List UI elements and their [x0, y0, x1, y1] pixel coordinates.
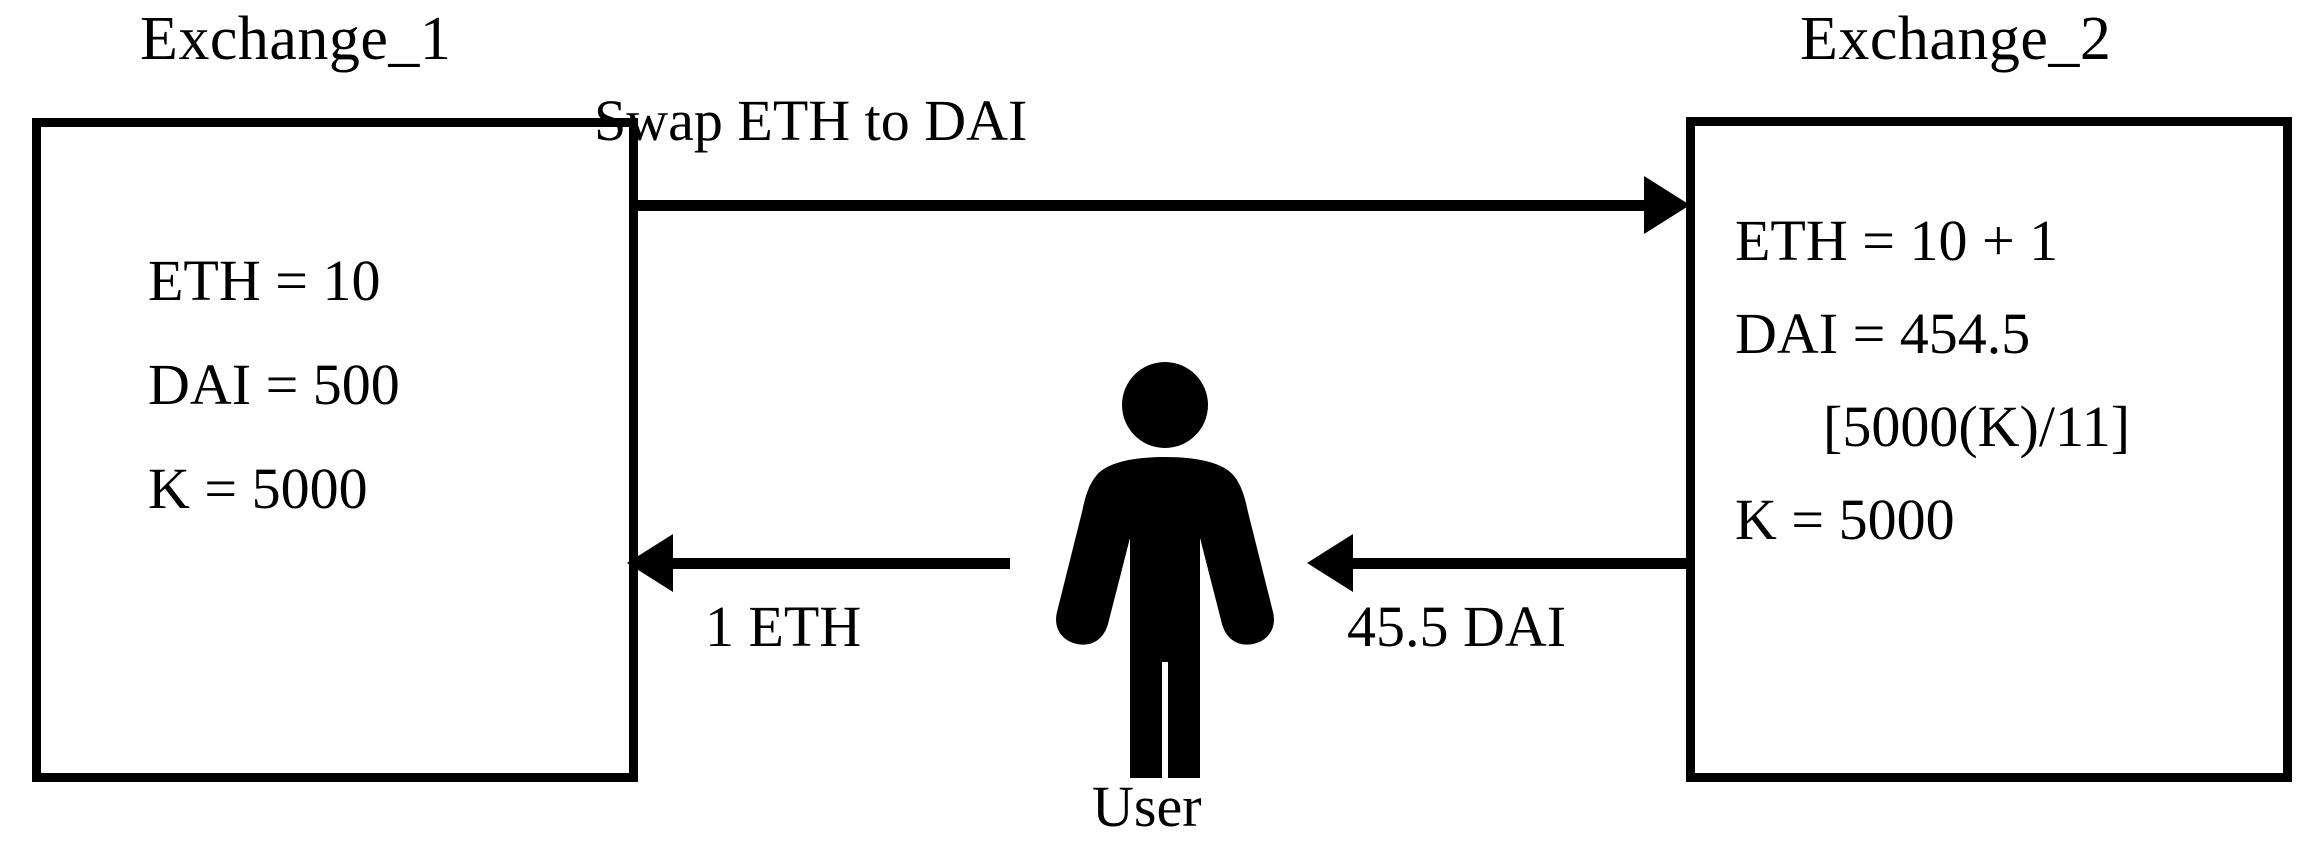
exchange-2-line-formula: [5000(K)/11]: [1823, 394, 2131, 459]
exchange-1-line-k: K = 5000: [148, 456, 368, 521]
exchange-2-line-eth: ETH = 10 + 1: [1735, 208, 2059, 273]
eth-arrow-label: 1 ETH: [705, 594, 862, 659]
exchange-2-line-dai: DAI = 454.5: [1735, 301, 2031, 366]
arrow-left-icon: [1307, 534, 1353, 592]
exchange-2-box: [1686, 117, 2292, 782]
arrow-left-icon: [627, 534, 673, 592]
exchange-2-contents: ETH = 10 + 1 DAI = 454.5 [5000(K)/11] K …: [1735, 212, 2130, 584]
arrow-right-icon: [1644, 176, 1690, 234]
exchange-2-line-k: K = 5000: [1735, 487, 1955, 552]
swap-arrow-shaft: [637, 200, 1647, 211]
exchange-2-title: Exchange_2: [1800, 5, 2112, 73]
swap-arrow-label: Swap ETH to DAI: [594, 88, 1028, 153]
user-label: User: [1092, 774, 1202, 839]
exchange-1-contents: ETH = 10 DAI = 500 K = 5000: [148, 252, 400, 518]
dai-arrow-shaft: [1352, 558, 1688, 569]
eth-arrow-shaft: [672, 558, 1010, 569]
person-icon: [1056, 362, 1274, 778]
exchange-1-box: [32, 118, 638, 782]
exchange-1-line-eth: ETH = 10: [148, 248, 381, 313]
exchange-1-title: Exchange_1: [140, 5, 452, 73]
dai-arrow-label: 45.5 DAI: [1347, 594, 1567, 659]
exchange-1-line-dai: DAI = 500: [148, 352, 400, 417]
